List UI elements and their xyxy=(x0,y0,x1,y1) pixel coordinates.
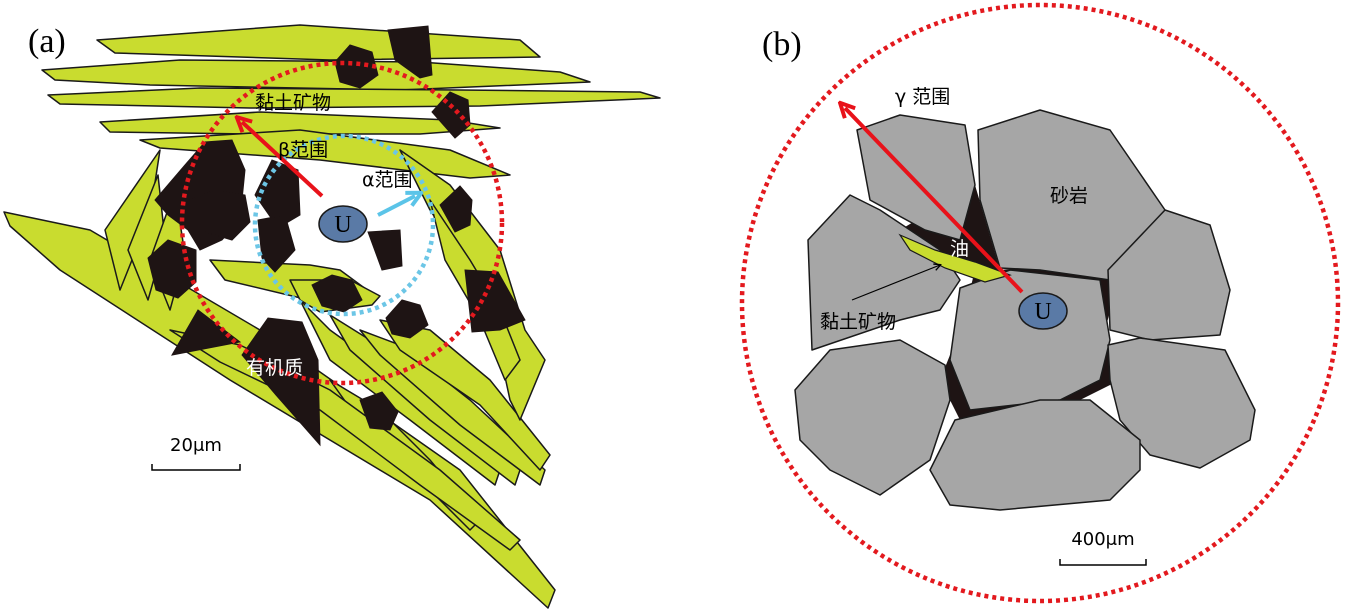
clay-flake xyxy=(96,24,541,61)
uranium-label: U xyxy=(1034,299,1051,325)
sand-grain xyxy=(794,339,951,496)
scale-bar-a xyxy=(151,464,241,471)
clay-mineral-flakes xyxy=(3,24,661,609)
panel-b-letter: (b) xyxy=(762,26,802,63)
beta-range-label: β范围 xyxy=(278,139,328,161)
sand-grain xyxy=(1107,337,1256,469)
sandstone-grains xyxy=(794,109,1256,511)
scale-bar-b xyxy=(1059,559,1147,566)
alpha-range-arrow xyxy=(377,196,415,217)
clay-mineral-label-b: 黏土矿物 xyxy=(820,311,896,333)
organic-matter xyxy=(147,25,526,447)
organic-particle xyxy=(367,229,403,271)
scale-bar-a-label: 20μm xyxy=(170,435,222,456)
oil-label: 油 xyxy=(950,238,969,260)
organic-particle xyxy=(431,91,471,139)
gamma-range-label: γ 范围 xyxy=(895,86,950,108)
gamma-range-circle xyxy=(739,2,1341,604)
organic-particle xyxy=(359,391,399,431)
organic-particle xyxy=(387,25,433,79)
clay-oil-film xyxy=(898,233,1012,283)
sand-grain xyxy=(807,194,961,351)
clay-leader-line xyxy=(851,265,940,301)
clay-flake xyxy=(47,87,661,109)
alpha-range-label: α范围 xyxy=(362,169,413,191)
uranium-label: U xyxy=(334,212,351,238)
organic-particle xyxy=(147,239,197,299)
sandstone-label: 砂岩 xyxy=(1050,185,1088,207)
organic-particle xyxy=(439,185,473,233)
sand-grain xyxy=(929,399,1141,511)
uranium-source xyxy=(318,205,368,243)
organic-particle xyxy=(241,317,321,447)
scale-bar-b-label: 400μm xyxy=(1071,529,1134,550)
alpha-range-circle xyxy=(252,133,436,317)
clay-mineral-label: 黏土矿物 xyxy=(255,92,331,114)
sand-grain xyxy=(1107,209,1231,341)
gamma-range-arrow xyxy=(845,108,1024,294)
sand-grain xyxy=(856,114,976,241)
beta-range-circle xyxy=(179,60,505,386)
beta-range-arrow xyxy=(242,122,324,198)
organic-particle xyxy=(311,274,363,313)
organic-matter-label: 有机质 xyxy=(246,357,303,379)
organic-particle xyxy=(189,189,251,241)
panel-a: (a) xyxy=(3,23,661,609)
clay-flake xyxy=(41,59,591,91)
panel-a-letter: (a) xyxy=(28,23,66,60)
panel-b: (b) U γ 范围 砂岩 油 黏土矿物 xyxy=(739,2,1341,604)
sand-grain xyxy=(949,269,1111,411)
organic-particle xyxy=(334,44,379,89)
clay-flake xyxy=(379,319,551,471)
clay-flake xyxy=(3,211,556,609)
organic-particle xyxy=(385,299,429,339)
uranium-source xyxy=(1018,292,1068,330)
organic-particle xyxy=(171,309,242,356)
